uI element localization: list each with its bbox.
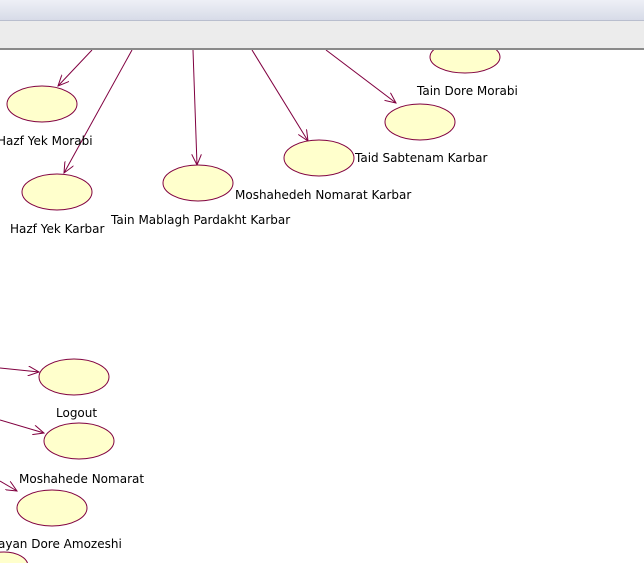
- usecase-hazf-yek-karbar[interactable]: [21, 173, 93, 211]
- usecase-label: Taid Sabtenam Karbar: [354, 151, 488, 165]
- usecase-partial-top[interactable]: [429, 40, 501, 74]
- association-arrow: [325, 49, 396, 103]
- usecase-taid-sabtenam-karbar[interactable]: [283, 139, 355, 177]
- usecase-label: Moshahede Nomarat: [19, 472, 144, 486]
- association-arrow: [64, 49, 133, 173]
- association-arrow: [251, 49, 308, 141]
- usecase-partial-bottom[interactable]: [0, 551, 29, 567]
- usecase-label: ayan Dore Amozeshi: [0, 537, 122, 551]
- association-arrow: [0, 419, 44, 433]
- usecase-logout[interactable]: [38, 358, 110, 396]
- usecase-hazf-yek-morabi[interactable]: [6, 85, 78, 123]
- use-case-diagram: Tain Dore Morabi Hazf Yek Morabi Taid Sa…: [0, 40, 518, 567]
- association-arrow: [0, 480, 17, 491]
- usecase-tain-dore-morabi[interactable]: [384, 103, 456, 141]
- association-arrow: [193, 49, 197, 165]
- usecase-label: Tain Mablagh Pardakht Karbar: [110, 213, 290, 227]
- usecase-label: Logout: [56, 406, 97, 420]
- usecase-label: Hazf Yek Karbar: [10, 222, 105, 236]
- usecase-moshahedeh-nomarat-karbar[interactable]: [162, 164, 234, 202]
- toolbar: [0, 21, 644, 50]
- usecase-label: Moshahedeh Nomarat Karbar: [235, 188, 411, 202]
- diagram-canvas[interactable]: Tain Dore Morabi Hazf Yek Morabi Taid Sa…: [0, 40, 644, 567]
- association-arrow: [0, 368, 39, 372]
- usecase-label: Tain Dore Morabi: [416, 84, 518, 98]
- usecase-moshahede-nomarat[interactable]: [43, 422, 115, 460]
- usecase-payan-dore-amozeshi[interactable]: [16, 489, 88, 527]
- association-arrow: [58, 49, 93, 86]
- window-title-bar: [0, 0, 644, 21]
- usecase-label: Hazf Yek Morabi: [0, 134, 93, 148]
